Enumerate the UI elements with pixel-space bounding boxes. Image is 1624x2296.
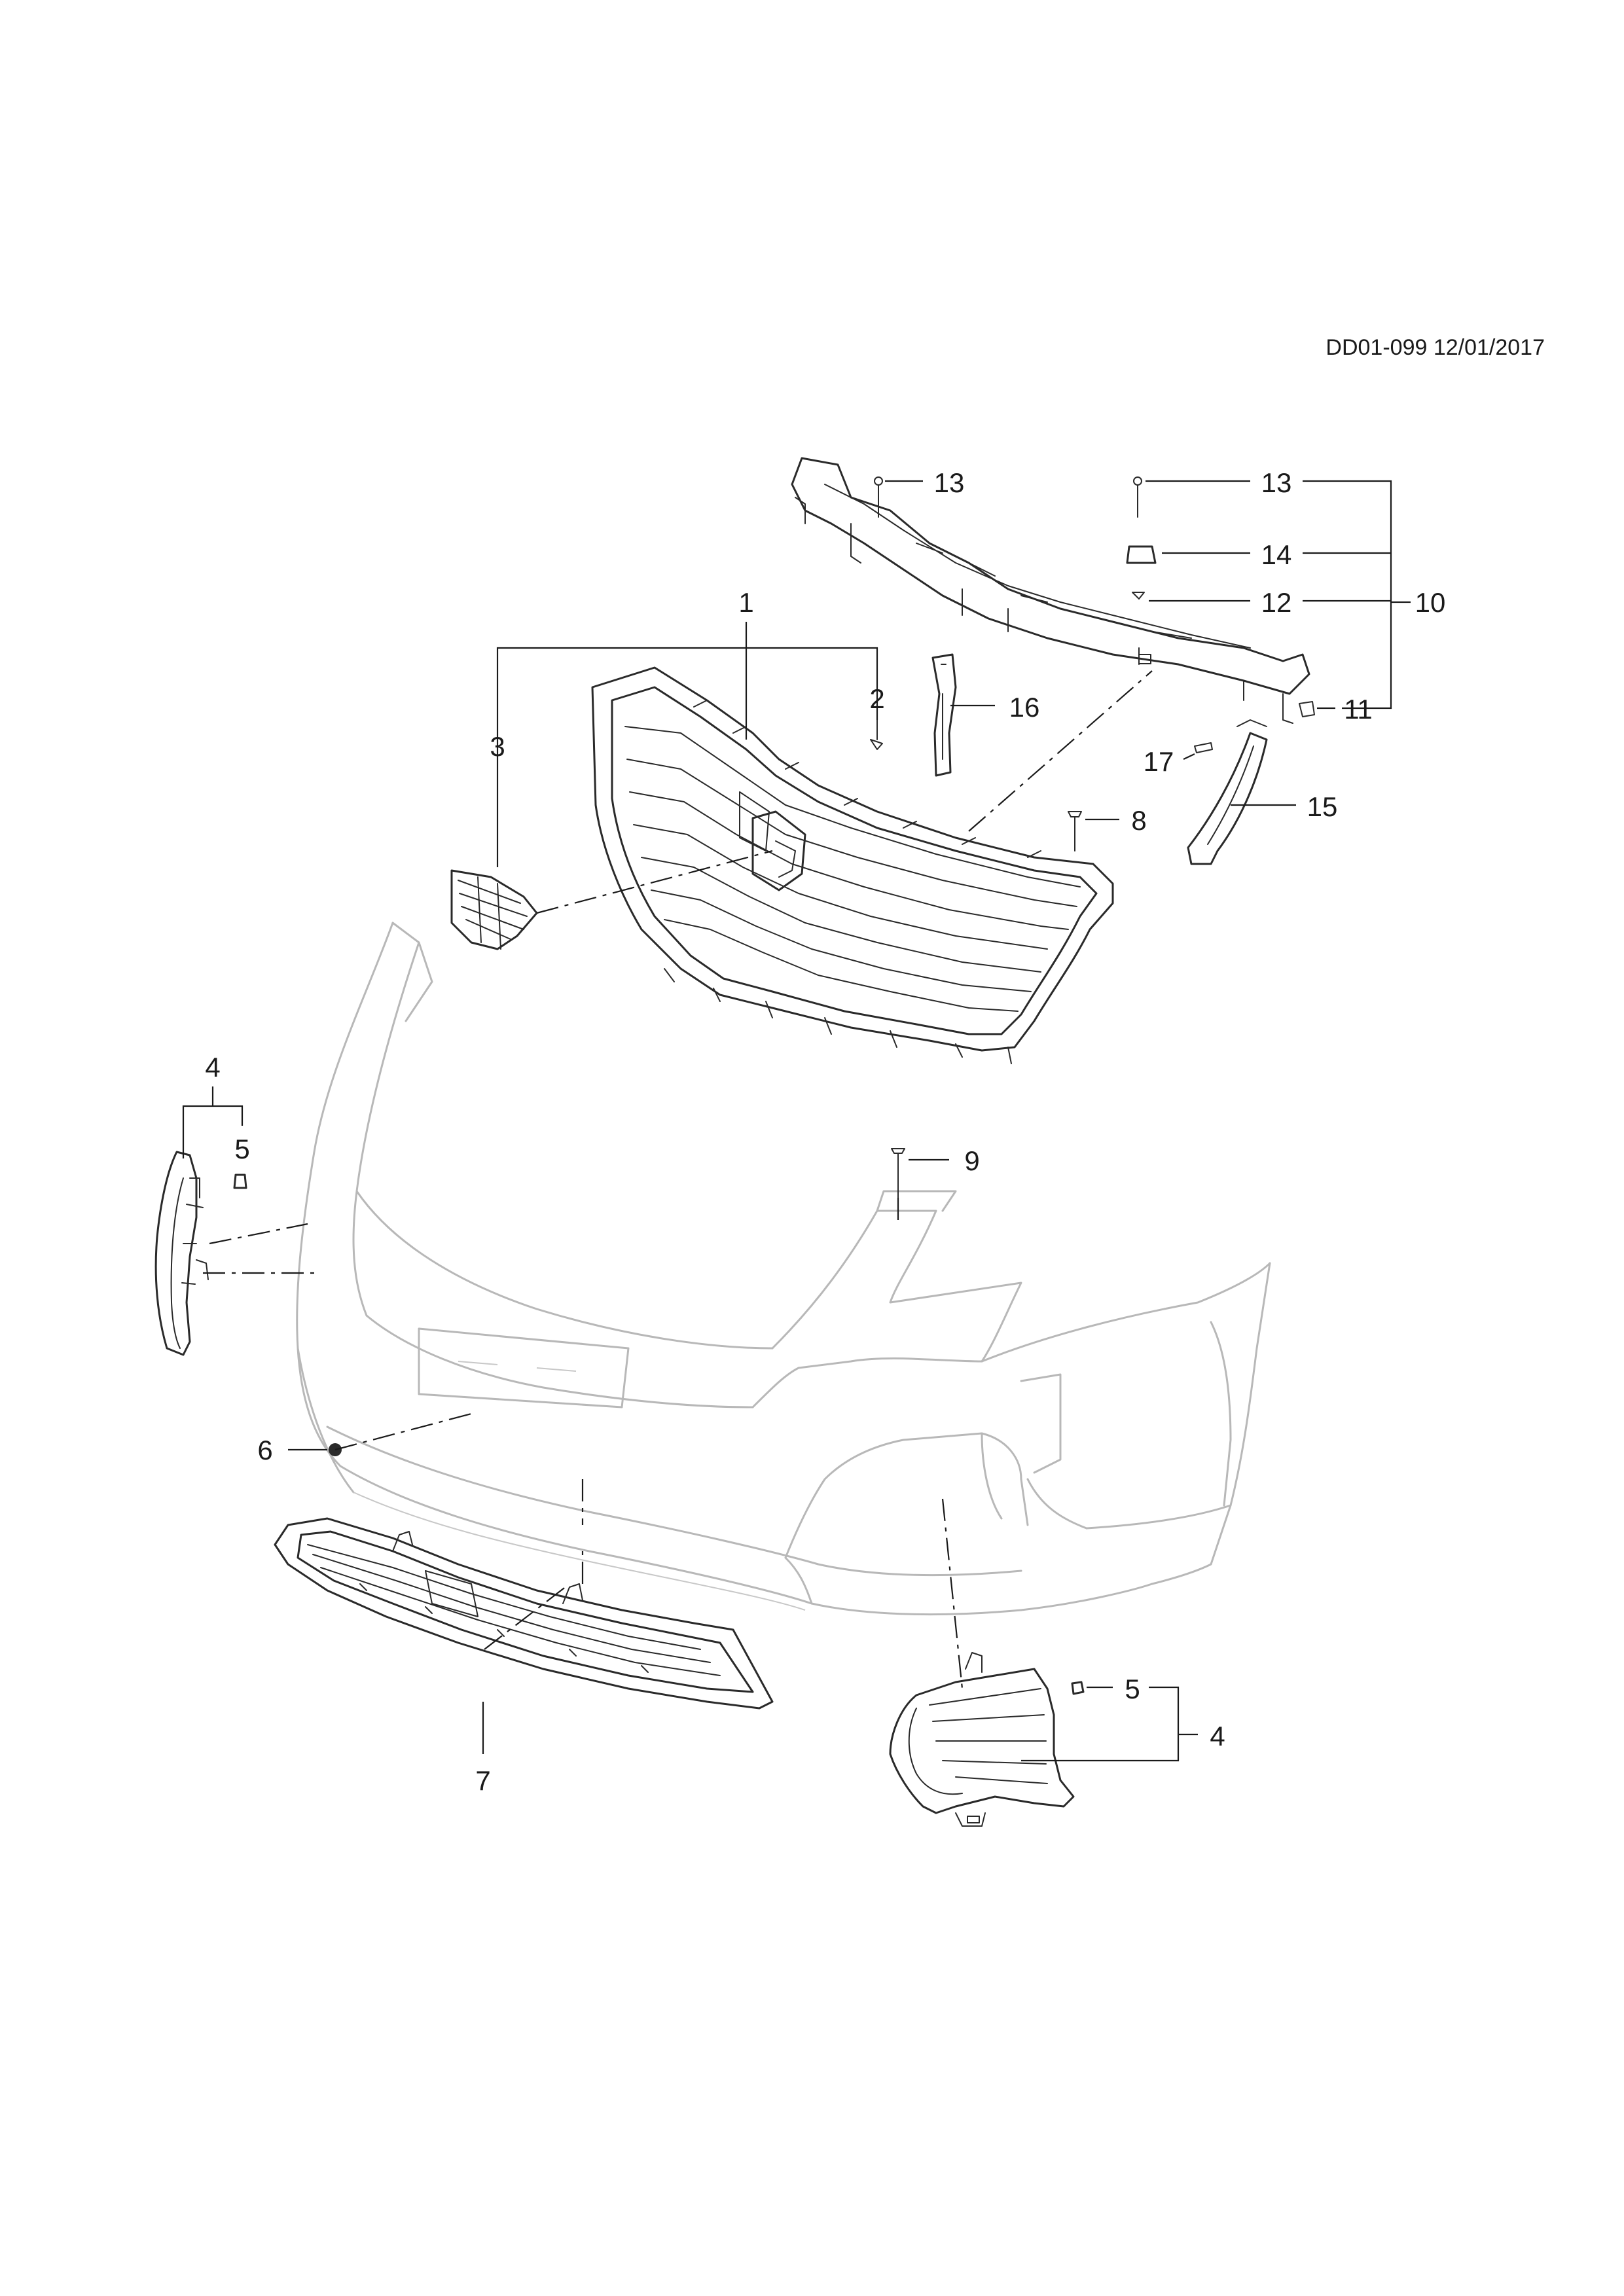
callout-10: 10 (1415, 587, 1446, 618)
fog-lamp-bezel-right (889, 1652, 1075, 1827)
lower-grille (274, 1517, 774, 1710)
callout-8: 8 (1131, 805, 1146, 836)
callout-15: 15 (1307, 791, 1338, 822)
callout-4-right: 4 (1210, 1721, 1225, 1751)
leader-lines (182, 480, 1411, 1762)
grille-support-bracket-left (931, 653, 957, 777)
callout-17: 17 (1144, 746, 1174, 777)
radiator-grille (591, 666, 1114, 1064)
callout-5-left: 5 (234, 1134, 249, 1164)
bumper-reinforcement-bracket (791, 457, 1310, 724)
callout-9: 9 (964, 1145, 979, 1176)
callout-5-right: 5 (1125, 1674, 1140, 1704)
front-bumper-fascia (296, 922, 1271, 1616)
callout-16: 16 (1009, 692, 1040, 723)
callout-4-left: 4 (205, 1052, 220, 1083)
callout-labels: 1 2 3 4 5 6 7 8 9 10 11 12 13 13 14 15 1… (205, 467, 1445, 1796)
callout-12: 12 (1261, 587, 1292, 618)
assembly-lines (203, 670, 1153, 1689)
callout-13-left: 13 (934, 467, 965, 498)
callout-1: 1 (738, 587, 753, 618)
document-reference: DD01-099 12/01/2017 (1326, 335, 1545, 360)
callout-3: 3 (490, 731, 505, 762)
callout-7: 7 (475, 1765, 490, 1796)
callout-14: 14 (1261, 539, 1292, 570)
callout-11: 11 (1344, 694, 1373, 725)
callout-2: 2 (869, 683, 884, 714)
grille-emblem (450, 869, 538, 950)
grille-support-bracket-right (1187, 719, 1268, 865)
callout-13-right: 13 (1261, 467, 1292, 498)
callout-6: 6 (257, 1435, 272, 1465)
fog-lamp-bezel-left (154, 1151, 209, 1356)
fasteners (233, 476, 1315, 1695)
